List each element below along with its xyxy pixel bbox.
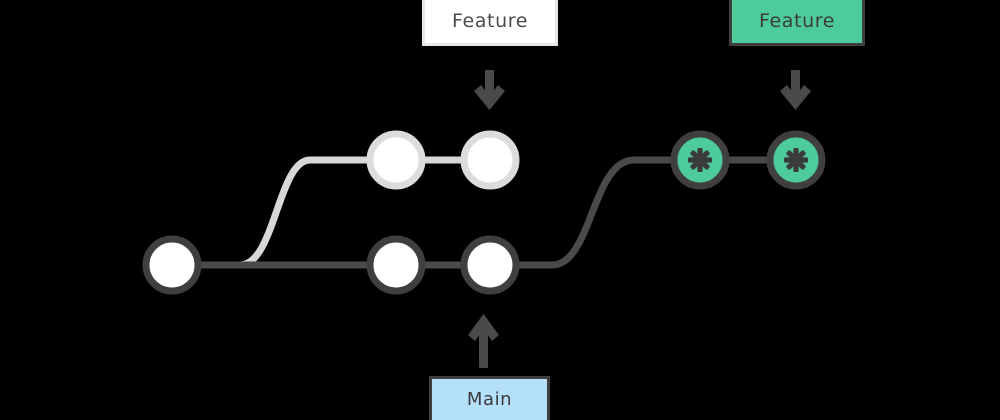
new-feature-branch-group	[496, 156, 802, 269]
arrow-down-to-new-feature-icon	[780, 70, 811, 110]
commit-node-main-3[interactable]	[460, 235, 520, 295]
old-feature-branch-curve	[236, 156, 404, 269]
arrow-down-to-old-feature-icon	[474, 70, 505, 110]
branch-label-feature-old[interactable]: Feature	[422, 0, 558, 46]
commit-node-new-feature-2[interactable]	[766, 130, 826, 190]
branch-label-feature-old-text: Feature	[452, 9, 528, 32]
old-feature-branch-group	[236, 156, 496, 269]
branch-label-feature-new[interactable]: Feature	[729, 0, 865, 46]
new-feature-branch-curve	[496, 156, 710, 269]
branch-label-main[interactable]: Main	[429, 376, 550, 420]
sparkle-icon	[784, 148, 808, 172]
branch-label-feature-new-text: Feature	[759, 9, 835, 32]
commit-node-main-2[interactable]	[366, 235, 426, 295]
branch-label-main-text: Main	[466, 389, 513, 410]
commit-node-old-feature-1[interactable]	[366, 130, 426, 190]
commit-node-old-feature-2[interactable]	[460, 130, 520, 190]
commit-node-main-1[interactable]	[142, 235, 202, 295]
arrow-up-to-main-icon	[468, 314, 499, 368]
commit-node-new-feature-1[interactable]	[670, 130, 730, 190]
sparkle-icon	[688, 148, 712, 172]
